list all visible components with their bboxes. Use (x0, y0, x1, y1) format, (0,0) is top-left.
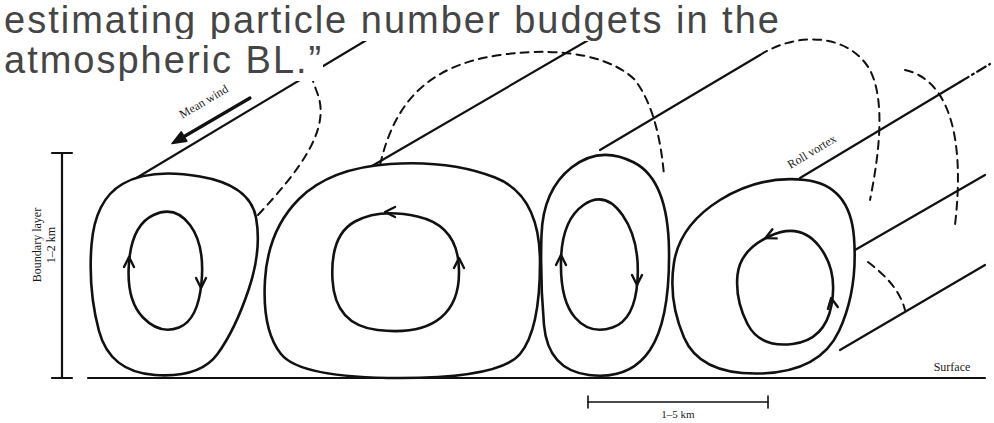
hidden-roll-outline (905, 70, 958, 225)
scale-bar-cap (587, 396, 589, 408)
dimension-label-text: 1–5 km (661, 408, 694, 420)
rotation-arrowhead (556, 255, 566, 265)
roll-outline (265, 163, 540, 378)
roll-core-loop (561, 199, 638, 329)
roll-label-text: Roll vortex (785, 132, 839, 172)
rotation-arrowhead (454, 258, 464, 268)
roll-outline (91, 174, 258, 376)
axis-value: 1–2 km (45, 227, 58, 263)
hidden-roll-outline (868, 262, 905, 310)
scale-bar (588, 401, 768, 403)
wind-label-text: Mean wind (177, 82, 231, 122)
hidden-roll-outline (760, 39, 879, 200)
roll-core-loop (737, 231, 833, 345)
height-bar (61, 153, 63, 378)
rotation-arrowhead (826, 297, 838, 309)
roll-core-loop (129, 212, 203, 330)
axis-value-text: 1–2 km (44, 227, 58, 263)
roll-axis-line (840, 265, 985, 350)
rotation-arrowhead (385, 207, 395, 217)
surface-label-text: Surface (934, 360, 971, 374)
rotation-arrowhead (196, 278, 206, 288)
axis-label: Boundary layer (31, 208, 44, 282)
axis-label-text: Boundary layer (30, 208, 44, 282)
roll-core-loop (332, 213, 459, 331)
rotation-arrowhead (763, 229, 776, 242)
roll-outline (672, 179, 854, 373)
wind-arrowhead (172, 132, 187, 144)
excerpt-text-text: estimating particle number budgets in th… (4, 0, 781, 81)
roll-label: Roll vortex (785, 132, 838, 171)
roll-axis-line (600, 55, 760, 150)
wind-label: Mean wind (177, 83, 230, 122)
roll-axis-line (855, 175, 985, 250)
height-bar-cap (52, 377, 72, 379)
excerpt-text: estimating particle number budgets in th… (4, 0, 990, 80)
surface-label: Surface (934, 361, 971, 374)
rotation-arrowhead (632, 275, 642, 285)
scale-bar-cap (767, 396, 769, 408)
dimension-label: 1–5 km (661, 408, 694, 421)
roll-outline (541, 155, 669, 376)
height-bar-cap (52, 152, 72, 154)
surface-line (88, 377, 985, 379)
rotation-arrowhead (124, 257, 134, 267)
roll-axis-line (960, 64, 990, 82)
